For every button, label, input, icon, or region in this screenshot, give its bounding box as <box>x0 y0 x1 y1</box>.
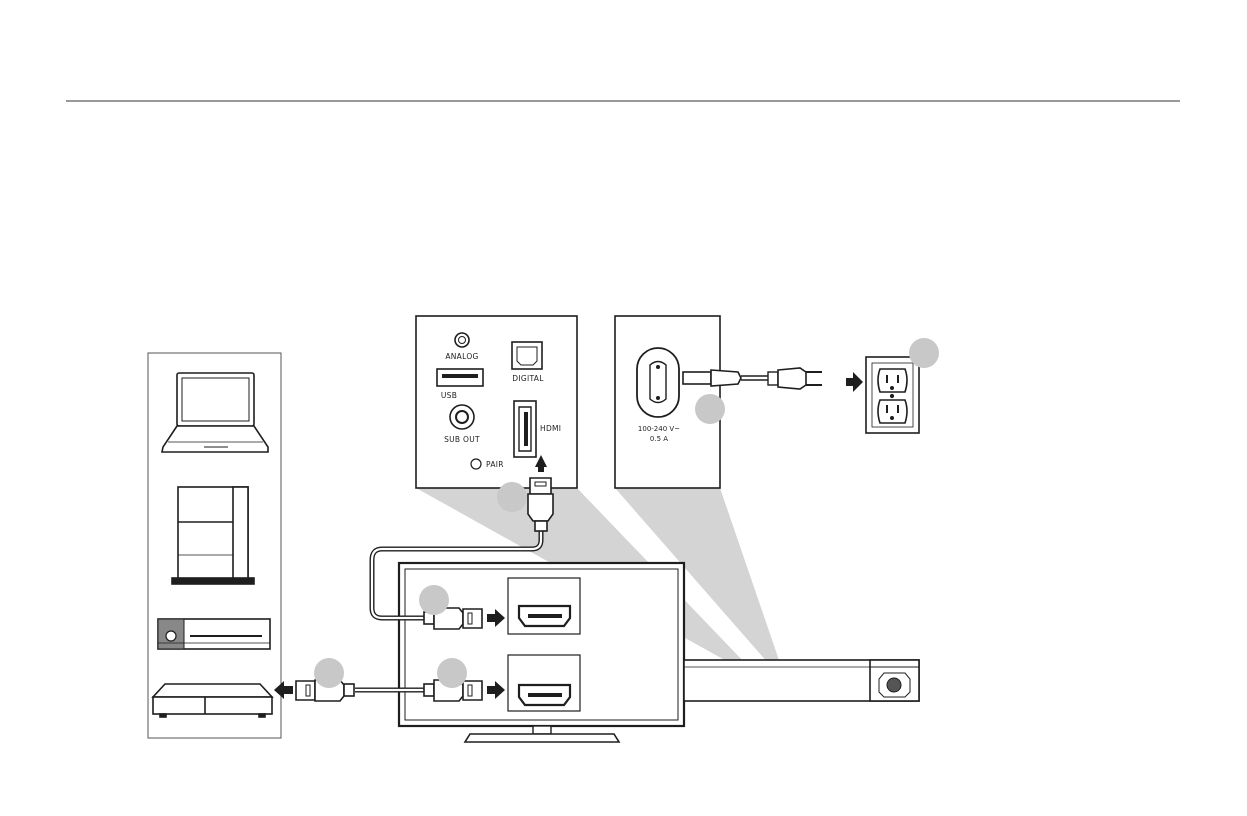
sub-out-label: SUB OUT <box>444 435 480 444</box>
step-marker <box>695 394 725 424</box>
step-marker <box>909 338 939 368</box>
step-marker <box>437 658 467 688</box>
pair-label: PAIR <box>486 460 504 469</box>
digital-label: DIGITAL <box>512 374 544 383</box>
step-marker <box>419 585 449 615</box>
power-rating-voltage: 100-240 V~ <box>638 425 680 433</box>
tv-hdmi-port-1 <box>508 578 580 634</box>
step-marker <box>314 658 344 688</box>
usb-label: USB <box>441 391 457 400</box>
step-marker <box>497 482 527 512</box>
soundbar-icon <box>684 660 919 701</box>
analog-label: ANALOG <box>445 352 478 361</box>
wall-outlet-icon <box>866 357 919 433</box>
game-console-icon <box>158 619 270 649</box>
game-console-vertical-icon <box>172 487 254 584</box>
set-top-box-icon <box>153 684 272 717</box>
power-rating-current: 0.5 A <box>650 435 668 443</box>
hdmi-label: HDMI <box>540 424 561 433</box>
arrow-icon <box>846 372 863 392</box>
pair-button <box>471 459 481 469</box>
rear-connector-panel: ANALOG USB DIGITAL SUB OUT HDMI PAIR <box>416 316 577 488</box>
tv-hdmi-port-2 <box>508 655 580 711</box>
